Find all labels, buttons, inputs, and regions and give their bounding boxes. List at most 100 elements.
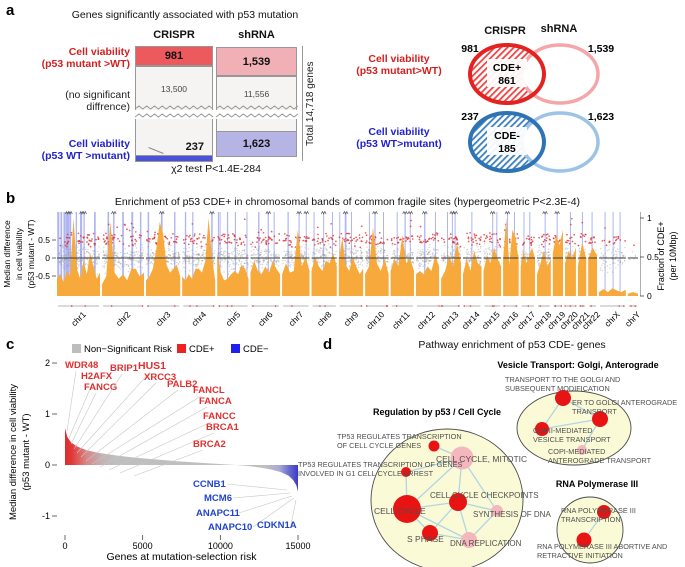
gene-point bbox=[182, 261, 184, 263]
gene-point bbox=[320, 256, 323, 258]
gene-point bbox=[611, 258, 614, 260]
gene-point bbox=[114, 254, 116, 257]
gene-point bbox=[221, 253, 224, 256]
gene-point bbox=[321, 255, 323, 257]
gene-point bbox=[186, 256, 188, 258]
gene-point bbox=[96, 262, 98, 265]
gene-point bbox=[355, 249, 357, 252]
cde-plus-point bbox=[183, 242, 186, 245]
gene-point bbox=[408, 258, 410, 260]
gene-point bbox=[452, 250, 455, 252]
gene-point bbox=[275, 261, 278, 264]
cell-crispr-down: 237 bbox=[135, 119, 213, 156]
gene-point bbox=[440, 255, 443, 257]
gene-point bbox=[250, 254, 253, 256]
gene-point bbox=[60, 254, 63, 257]
gene-point bbox=[252, 254, 254, 257]
cde-plus-point bbox=[138, 236, 141, 239]
chr-panel-chr1: chr1 bbox=[57, 210, 101, 328]
leader-line bbox=[85, 389, 179, 462]
gene-point bbox=[322, 249, 324, 252]
cde-plus-point bbox=[191, 223, 194, 225]
gene-point bbox=[470, 259, 473, 262]
gene-point bbox=[458, 248, 461, 250]
gene-point bbox=[211, 248, 213, 250]
cde-plus-point bbox=[399, 238, 401, 241]
cde-plus-point bbox=[365, 240, 368, 242]
panel-b-letter: b bbox=[6, 190, 16, 207]
gene-point bbox=[349, 261, 352, 263]
cde-plus-point bbox=[77, 232, 80, 235]
gene-point bbox=[392, 256, 394, 258]
gene-point bbox=[345, 245, 348, 247]
gene-point bbox=[96, 259, 98, 261]
gene-point bbox=[291, 251, 293, 253]
gene-point bbox=[274, 263, 276, 265]
gene-point bbox=[547, 251, 549, 253]
gene-point bbox=[446, 254, 449, 257]
cde-plus-point bbox=[155, 242, 157, 244]
gene-point bbox=[169, 248, 171, 251]
cde-plus-point bbox=[531, 240, 534, 243]
node-rnaa bbox=[576, 532, 592, 548]
leader-line bbox=[232, 492, 291, 499]
panel-a-letter: a bbox=[6, 2, 15, 19]
gene-point bbox=[84, 248, 87, 251]
cde-plus-point bbox=[112, 239, 114, 241]
gene-point bbox=[538, 264, 540, 267]
gene-point bbox=[359, 254, 362, 256]
gene-point bbox=[416, 259, 418, 261]
gene-point bbox=[436, 252, 438, 254]
cde-plus-point bbox=[262, 231, 265, 234]
gene-point bbox=[184, 267, 187, 269]
gene-point bbox=[149, 254, 152, 257]
venn-label-up-line2: (p53 mutant>WT) bbox=[356, 65, 442, 77]
gene-point bbox=[61, 259, 64, 261]
gene-point bbox=[93, 261, 95, 263]
gene-point bbox=[141, 259, 143, 262]
gene-point bbox=[368, 255, 370, 258]
cde-plus-point bbox=[289, 240, 292, 242]
gene-point bbox=[600, 252, 603, 254]
gene-point bbox=[234, 259, 237, 262]
venn-label-down-line2: (p53 WT>mutant) bbox=[356, 138, 442, 150]
gene-point bbox=[416, 255, 418, 258]
gene-point bbox=[479, 261, 482, 263]
gene-point bbox=[105, 260, 107, 263]
gene-point bbox=[319, 252, 321, 254]
gene-point bbox=[366, 255, 368, 257]
legend-label: CDE+ bbox=[189, 344, 215, 355]
gene-point bbox=[267, 268, 270, 271]
gene-point bbox=[240, 264, 242, 266]
gene-point bbox=[283, 250, 285, 253]
gene-point bbox=[123, 255, 126, 258]
gene-point bbox=[302, 255, 304, 258]
gene-label-ANAPC10: ANAPC10 bbox=[208, 522, 252, 533]
gene-point bbox=[198, 260, 200, 262]
gene-point bbox=[87, 251, 90, 254]
cde-plus-point bbox=[148, 240, 150, 243]
gene-point bbox=[235, 263, 238, 265]
pathway-label: INVOLVED IN G1 CELL CYCLE ARREST bbox=[298, 469, 434, 478]
band-significance-mark bbox=[402, 210, 408, 215]
gene-point bbox=[152, 252, 154, 254]
gene-point bbox=[246, 253, 248, 256]
gene-point bbox=[301, 246, 303, 248]
gene-point bbox=[150, 249, 153, 251]
cde-plus-point bbox=[617, 235, 620, 238]
gene-point bbox=[565, 247, 567, 249]
cde-plus-point bbox=[235, 241, 238, 244]
cde-plus-point bbox=[453, 237, 456, 239]
cde-plus-point bbox=[530, 244, 533, 247]
gene-point bbox=[172, 259, 175, 261]
gene-point bbox=[195, 258, 197, 261]
gene-point bbox=[191, 249, 193, 251]
gene-point bbox=[408, 255, 411, 257]
gene-point bbox=[483, 242, 486, 245]
cde-fraction-area bbox=[415, 255, 440, 296]
gene-point bbox=[291, 259, 293, 262]
gene-point bbox=[616, 255, 618, 257]
gene-point bbox=[268, 251, 270, 254]
cde-plus-point bbox=[470, 239, 473, 242]
